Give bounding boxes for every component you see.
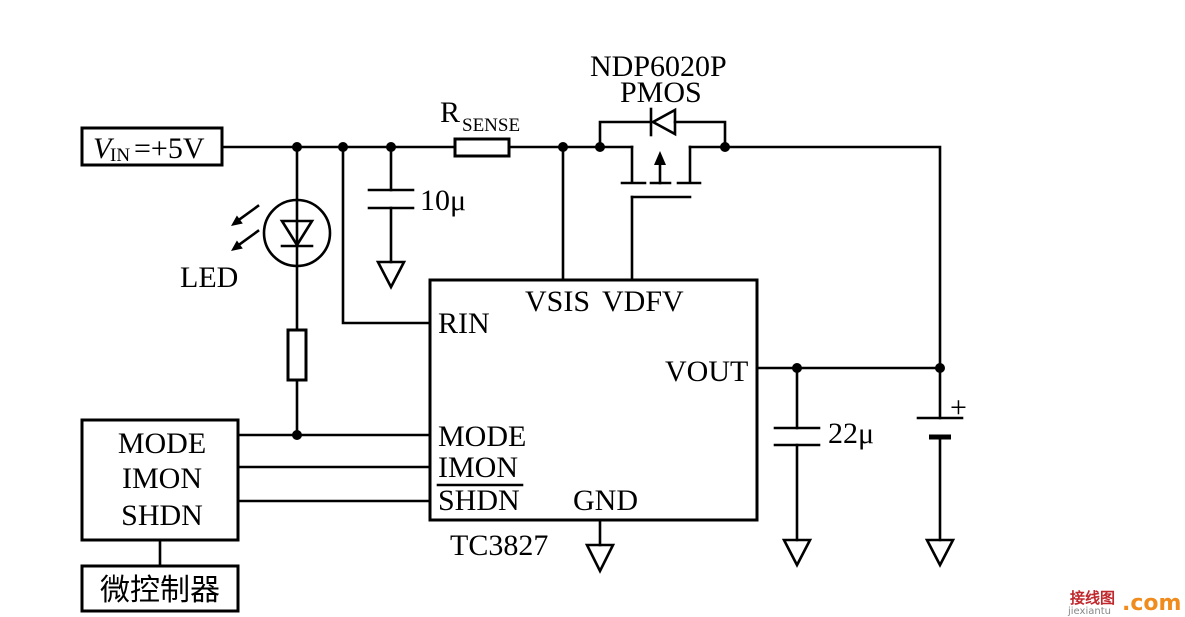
battery: + — [916, 366, 967, 568]
led-resistor — [286, 328, 308, 382]
battery-plus-label: + — [950, 391, 967, 424]
controller-pin-mode: MODE — [118, 427, 206, 460]
cap-out-label: 22μ — [828, 417, 874, 450]
ic-name: TC3827 — [450, 529, 548, 562]
watermark: 接线图 jiexiantu .com — [1067, 589, 1181, 617]
led-branch: LED — [180, 145, 332, 437]
led-label: LED — [180, 261, 238, 294]
ic-pin-shdn: SHDN — [438, 484, 520, 517]
microcontroller: MODE IMON SHDN 微控制器 — [80, 418, 432, 613]
pmos-body-arrow-head — [654, 151, 666, 165]
junction-dot — [292, 142, 302, 152]
junction-dot — [292, 430, 302, 440]
ic-pin-gnd: GND — [573, 484, 638, 517]
body-diode-triangle — [650, 107, 677, 137]
led-light-arrow-head — [231, 215, 243, 226]
led-light-arrow-shaft — [238, 204, 260, 221]
ic-pin-vout: VOUT — [665, 355, 748, 388]
vin-symbol: V — [93, 132, 115, 165]
pmos-transistor: NDP6020P PMOS — [590, 50, 727, 282]
vin-value: =+5V — [134, 132, 205, 165]
ground-symbol — [781, 538, 813, 568]
controller-name: 微控制器 — [100, 574, 220, 607]
wire-drain-to-output-rail — [723, 145, 942, 370]
body-diode-wire-left — [598, 120, 653, 149]
watermark-pinyin: jiexiantu — [1067, 606, 1111, 617]
ic-pin-rin: RIN — [438, 307, 490, 340]
body-diode-wire-right — [673, 120, 727, 149]
led-diode-triangle — [279, 219, 315, 248]
rsense-subscript: SENSE — [462, 115, 520, 136]
junction-dot — [720, 142, 730, 152]
junction-dot — [558, 142, 568, 152]
controller-name-box — [80, 564, 240, 613]
ic-pin-vsis: VSIS — [525, 285, 590, 318]
led-light-arrow-head — [231, 240, 243, 251]
junction-dots — [292, 142, 945, 440]
controller-pin-shdn: SHDN — [121, 499, 203, 532]
vin-subscript: IN — [110, 145, 130, 166]
rsense-symbol: R — [440, 96, 460, 129]
junction-dot — [935, 363, 945, 373]
junction-dot — [386, 142, 396, 152]
junction-dot — [595, 142, 605, 152]
controller-pin-imon: IMON — [122, 462, 202, 495]
vin-source: VIN=+5V — [80, 126, 224, 167]
cap-in-label: 10μ — [420, 184, 466, 217]
ic-body — [428, 278, 759, 522]
output-capacitor: 22μ — [773, 366, 874, 568]
pmos-type-label: PMOS — [620, 76, 702, 109]
junction-dot — [792, 363, 802, 373]
vin-label: VIN=+5V — [93, 132, 205, 166]
watermark-chars: 接线图 — [1070, 589, 1115, 607]
wire-rin — [341, 145, 432, 325]
ground-symbol — [584, 543, 616, 574]
input-capacitor: 10μ — [367, 145, 466, 290]
ic-tc3827: VSIS VDFV RIN VOUT MODE IMON SHDN GND TC… — [428, 278, 759, 574]
junction-dot — [338, 142, 348, 152]
ground-symbol — [924, 538, 956, 568]
rsense-resistor — [453, 137, 511, 158]
watermark-domain: .com — [1122, 591, 1181, 616]
pmos-part-number: NDP6020P — [590, 50, 727, 83]
ic-pin-mode: MODE — [438, 420, 526, 453]
ic-pin-vdfv: VDFV — [602, 285, 684, 318]
led-light-arrow-shaft — [238, 229, 260, 246]
ic-pin-imon: IMON — [438, 451, 518, 484]
ground-symbol — [375, 260, 407, 290]
